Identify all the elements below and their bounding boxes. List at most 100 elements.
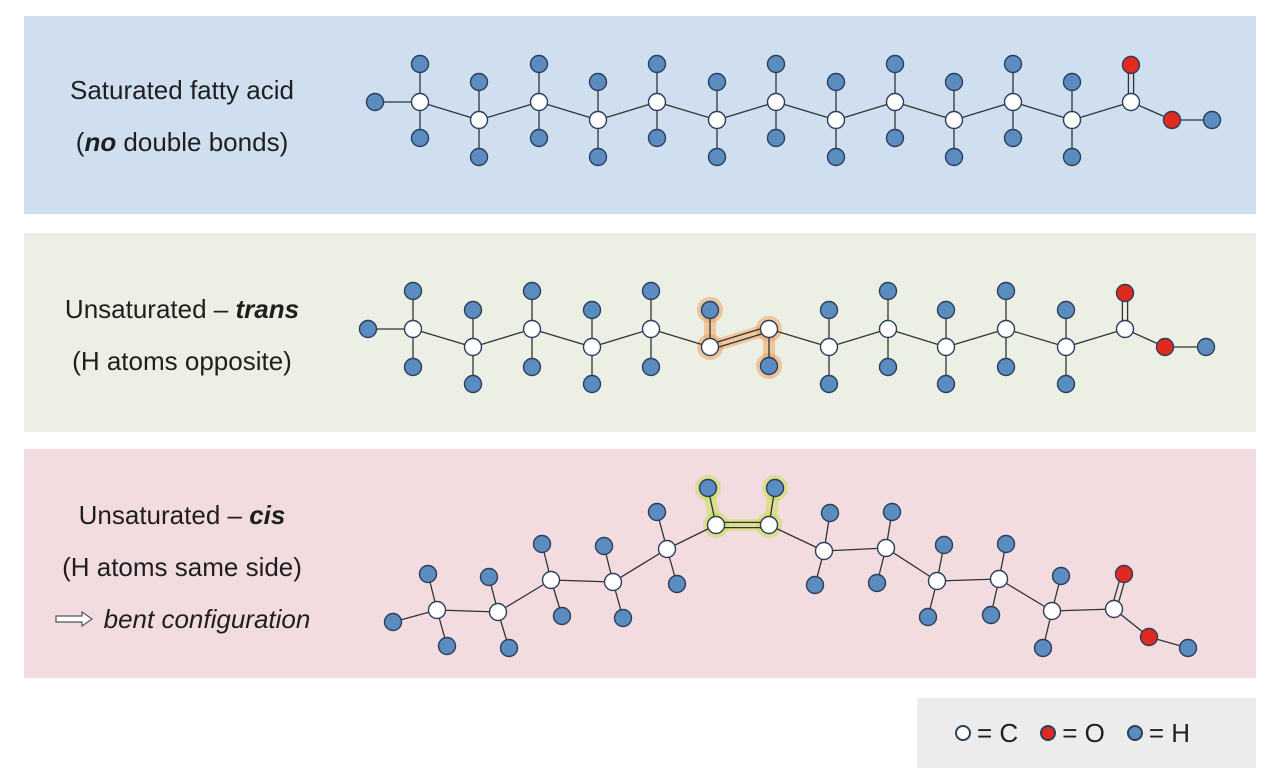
hydrogen-atom [1003,128,1023,148]
hydrogen-atom [403,357,423,377]
carbon-atom [1104,599,1124,619]
carbon-atom [463,337,483,357]
carbon-atom [759,515,779,535]
double-bond [710,330,770,351]
carbon-atom [541,570,561,590]
carbon-atom [1042,601,1062,621]
hydrogen-atom [936,374,956,394]
carbon-atom [522,319,542,339]
hydrogen-atom [437,636,457,656]
hydrogen-atom [996,281,1016,301]
double-bond [709,325,769,346]
carbon-atom [657,539,677,559]
hydrogen-atom [1056,374,1076,394]
cis-note: bent configuration [24,593,340,645]
bond [953,101,1014,121]
oxygen-atom [1114,564,1134,584]
bond [936,578,1000,582]
trans-panel: Unsaturated – trans (H atoms opposite) [24,233,1256,432]
carbon-atom [707,110,727,130]
cis-panel: Unsaturated – cis (H atoms same side) be… [24,449,1256,678]
carbon-atom [1056,337,1076,357]
hydrogen-atom [667,574,687,594]
carbon-atom [936,337,956,357]
saturated-panel: Saturated fatty acid (no double bonds) [24,16,1256,214]
bond [1065,328,1126,348]
hydrogen-atom [1051,566,1071,586]
carbon-atom [1121,92,1141,112]
bond [768,524,825,552]
carbon-atom [944,110,964,130]
bond [775,101,837,121]
bond [650,328,711,348]
legend-carbon: = C [955,718,1018,749]
hydrogen-atom [996,357,1016,377]
hydrogen-atom [944,72,964,92]
hydrogen-atom [1056,300,1076,320]
hydrogen-atom [882,502,902,522]
saturated-subtitle: (no double bonds) [75,127,289,157]
legend-hydrogen: = H [1126,718,1190,749]
hydrogen-atom [358,319,378,339]
hydrogen-atom [613,608,633,628]
hydrogen-atom [529,54,549,74]
oxygen-atom [1115,283,1135,303]
hydrogen-atom [499,638,519,658]
carbon-atom [1003,92,1023,112]
hydrogen-atom [700,300,720,320]
carbon-atom [641,319,661,339]
hydrogen-atom [885,128,905,148]
cis-label: Unsaturated – cis (H atoms same side) be… [24,489,340,645]
carbon-atom [410,92,430,112]
hydrogen-atom [698,478,718,498]
carbon-atom [878,319,898,339]
hydrogen-atom [766,128,786,148]
hydrogen-atom [594,536,614,556]
bond [1071,101,1132,121]
hydrogen-atom [532,534,552,554]
hydrogen-atom [552,606,572,626]
legend: = C = O = H [917,698,1256,768]
hydrogen-atom [1062,147,1082,167]
bond [998,578,1053,612]
bond [550,579,614,583]
hydrogen-atom [878,281,898,301]
bond [531,328,593,348]
cis-title: Unsaturated – cis [78,500,286,530]
trans-molecule [358,281,1216,394]
hydrogen-atom [1003,54,1023,74]
trans-label: Unsaturated – trans (H atoms opposite) [24,283,340,387]
hydrogen-atom-icon [1126,725,1143,741]
bond [497,579,552,613]
bond [945,328,1007,348]
carbon-atom [588,110,608,130]
carbon-atom [766,92,786,112]
bond [1012,101,1073,121]
legend-oxygen: = O [1040,718,1105,749]
hydrogen-atom [819,300,839,320]
hydrogen-atom [996,534,1016,554]
carbon-atom [582,337,602,357]
hydrogen-atom [522,281,542,301]
oxygen-atom [1155,337,1175,357]
carbon-atom [1115,319,1135,339]
hydrogen-atom [522,357,542,377]
carbon-atom [469,110,489,130]
hydrogen-atom [1178,638,1198,658]
hydrogen-atom [766,54,786,74]
hydrogen-atom [383,612,403,632]
bond [478,101,540,121]
hydrogen-atom [641,281,661,301]
hydrogen-atom [410,54,430,74]
trans-title: Unsaturated – trans [64,294,300,324]
bond [656,101,718,121]
carbon-atom [529,92,549,112]
hydrogen-atom [1062,72,1082,92]
bond [612,548,668,583]
hydrogen-atom [647,128,667,148]
saturated-label: Saturated fatty acid (no double bonds) [24,64,340,168]
bond [823,547,887,552]
bond [591,328,652,348]
cis-subtitle: (H atoms same side) [62,552,302,582]
hydrogen-atom [647,502,667,522]
